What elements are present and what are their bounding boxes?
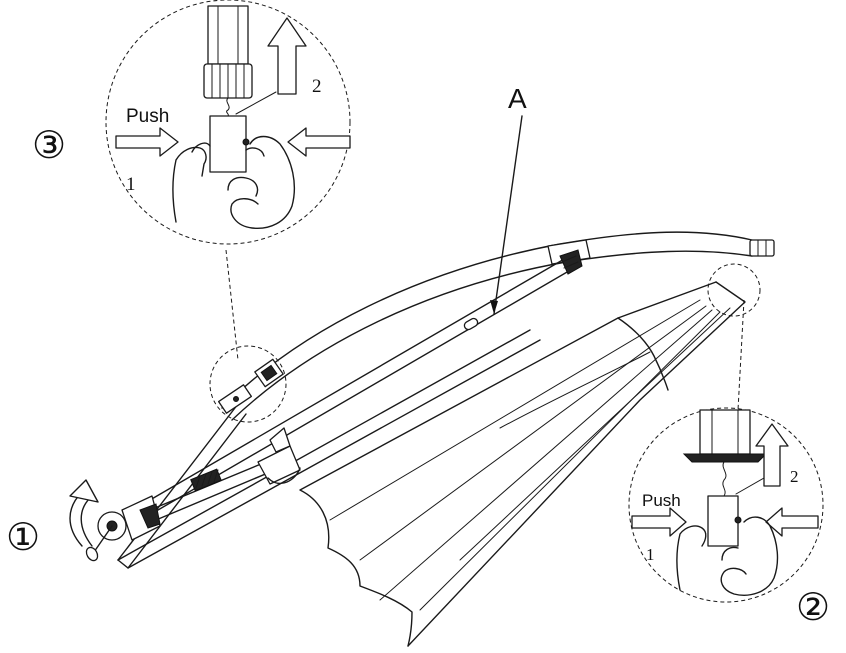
detail-2-number-1: 1 [646,545,655,564]
part-a-label: A [508,83,527,114]
push-arrow-left-icon-2 [631,507,687,537]
crank-mechanism [85,495,161,562]
step-3-label: ③ [32,125,66,167]
right-hand-illustration [230,135,295,229]
detail-2-number-2: 2 [790,467,799,486]
push-arrow-right-icon [287,127,351,157]
detail-2-highlight-circle [707,263,761,317]
detail-3-push-label: Push [126,106,169,127]
push-arrow-right-icon-2 [765,507,819,537]
detail-2-circle [628,407,824,603]
left-hand-illustration-2 [676,525,707,591]
part-a-leader-line [493,115,523,315]
umbrella-canopy [299,281,746,647]
detail-3-number-2: 2 [312,76,322,97]
upper-arm-frame [221,231,775,421]
up-arrow-icon-2 [755,423,789,487]
detail-3-highlight-circle [209,345,287,423]
detail-3-number-1: 1 [126,174,136,195]
detail-2-leader-line [737,299,745,411]
rotate-arrow-icon [69,479,99,547]
left-hand-illustration [172,146,207,223]
detail-3-leader-line [225,249,239,361]
right-hand-illustration-2 [720,516,779,596]
lower-frame-tube [117,329,541,569]
step-2-label: ② [796,587,830,629]
detail-2-zoom: Push 1 2 [628,407,824,603]
up-arrow-icon [267,17,307,95]
detail-3-zoom: Push 1 2 [105,0,351,245]
detail-2-push-label: Push [642,491,681,510]
crank-strut [149,427,301,521]
detail-3-circle [105,0,351,245]
step-1-label: ① [6,517,40,559]
push-arrow-left-icon [115,127,179,157]
part-a-arrowhead [490,300,498,314]
